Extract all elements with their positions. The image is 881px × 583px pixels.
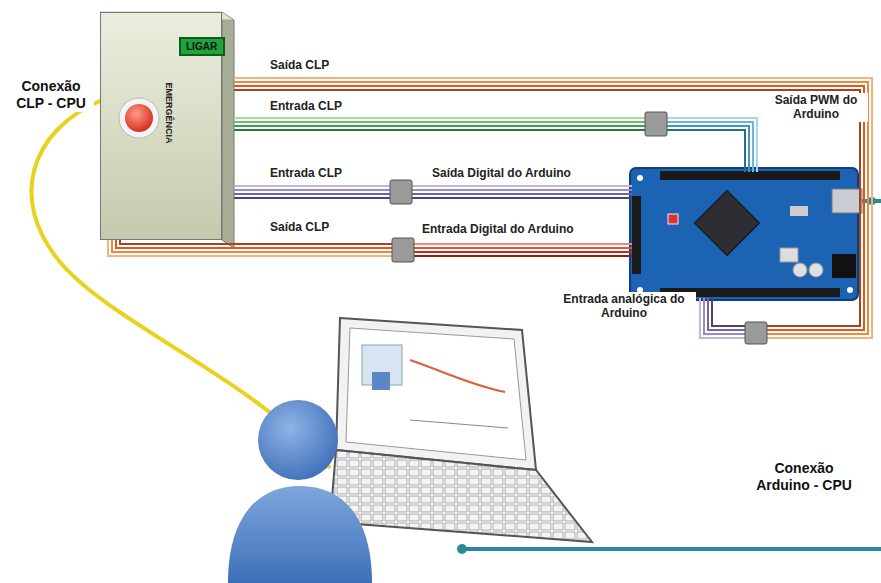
- wire: [414, 243, 632, 245]
- signal-label: Saída Digital do Arduino: [430, 166, 573, 180]
- connection-label: Conexão CLP - CPU: [8, 78, 94, 112]
- wire: [712, 298, 745, 326]
- wire: [234, 129, 645, 131]
- wire: [234, 121, 645, 123]
- wire: [234, 78, 872, 338]
- wire: [412, 185, 632, 187]
- signal-label: Entrada analógica do Arduino: [552, 292, 696, 321]
- wire: [667, 126, 749, 172]
- wire: [234, 185, 390, 187]
- wire: [667, 130, 745, 172]
- wire: [234, 117, 645, 119]
- wire: [116, 240, 392, 248]
- signal-label: Entrada Digital do Arduino: [420, 222, 576, 236]
- wire: [700, 298, 745, 338]
- wire: [412, 193, 632, 195]
- wire: [234, 82, 868, 334]
- wire: [108, 240, 392, 256]
- wire: [704, 298, 745, 334]
- wire-connector: [645, 112, 667, 136]
- wire: [234, 86, 864, 330]
- start-button: LIGAR: [179, 37, 225, 56]
- wire: [112, 240, 392, 252]
- wire-connector: [392, 238, 414, 262]
- laptop: [330, 318, 592, 542]
- signal-label: Entrada CLP: [268, 99, 344, 113]
- wire: [708, 298, 745, 330]
- signal-label: Entrada CLP: [268, 166, 344, 180]
- wire: [120, 240, 392, 244]
- button-label: LIGAR: [186, 41, 217, 52]
- signal-label: Saída CLP: [268, 58, 331, 72]
- connection-label: Conexão Arduino - CPU: [748, 460, 860, 494]
- wire: [412, 189, 632, 191]
- wire: [234, 189, 390, 191]
- wire-connector: [745, 322, 767, 344]
- wire: [414, 251, 632, 253]
- wire: [234, 197, 390, 199]
- wire: [234, 193, 390, 195]
- arduino-board: [630, 168, 862, 300]
- cable-dot: [457, 544, 467, 554]
- wire: [414, 255, 632, 257]
- wire-connector: [390, 180, 412, 204]
- signal-label: Saída PWM do Arduino: [764, 93, 868, 122]
- signal-label: Saída CLP: [268, 220, 331, 234]
- wire: [234, 90, 860, 326]
- usb-cable: [458, 547, 881, 551]
- plc-cabinet: EMERGÊNCIA LIGAR: [100, 12, 222, 240]
- wire: [414, 247, 632, 249]
- wire: [412, 197, 632, 199]
- panel-label: EMERGÊNCIA: [164, 82, 174, 143]
- wire: [667, 118, 757, 172]
- wire: [234, 125, 645, 127]
- wire: [667, 122, 753, 172]
- user-figure: [228, 400, 372, 583]
